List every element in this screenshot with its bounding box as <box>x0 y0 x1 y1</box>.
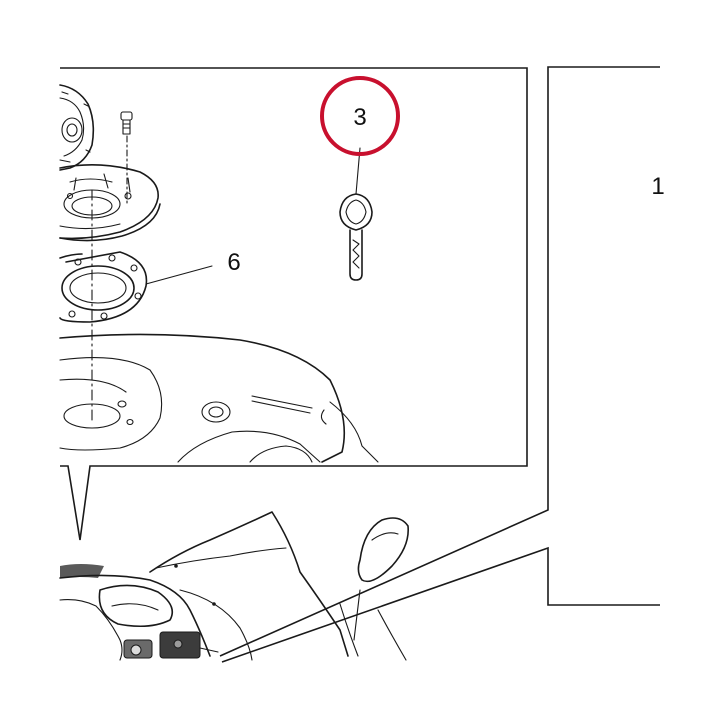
gasket-ring <box>59 251 148 323</box>
screw-icon <box>120 111 133 206</box>
fuel-tank-body <box>59 333 379 463</box>
highlight-ring <box>320 76 400 156</box>
motorcycle-overview <box>59 511 409 661</box>
key-icon <box>339 193 373 281</box>
fuel-cap-assembly <box>59 84 161 421</box>
callout-side-number: 1 <box>651 173 664 200</box>
callout-gasket-number: 6 <box>227 249 240 276</box>
gasket-leader-line <box>145 265 213 285</box>
side-detail-frame <box>219 66 660 663</box>
detail-frame <box>60 67 528 541</box>
callout-key-number: 3 <box>353 104 366 131</box>
